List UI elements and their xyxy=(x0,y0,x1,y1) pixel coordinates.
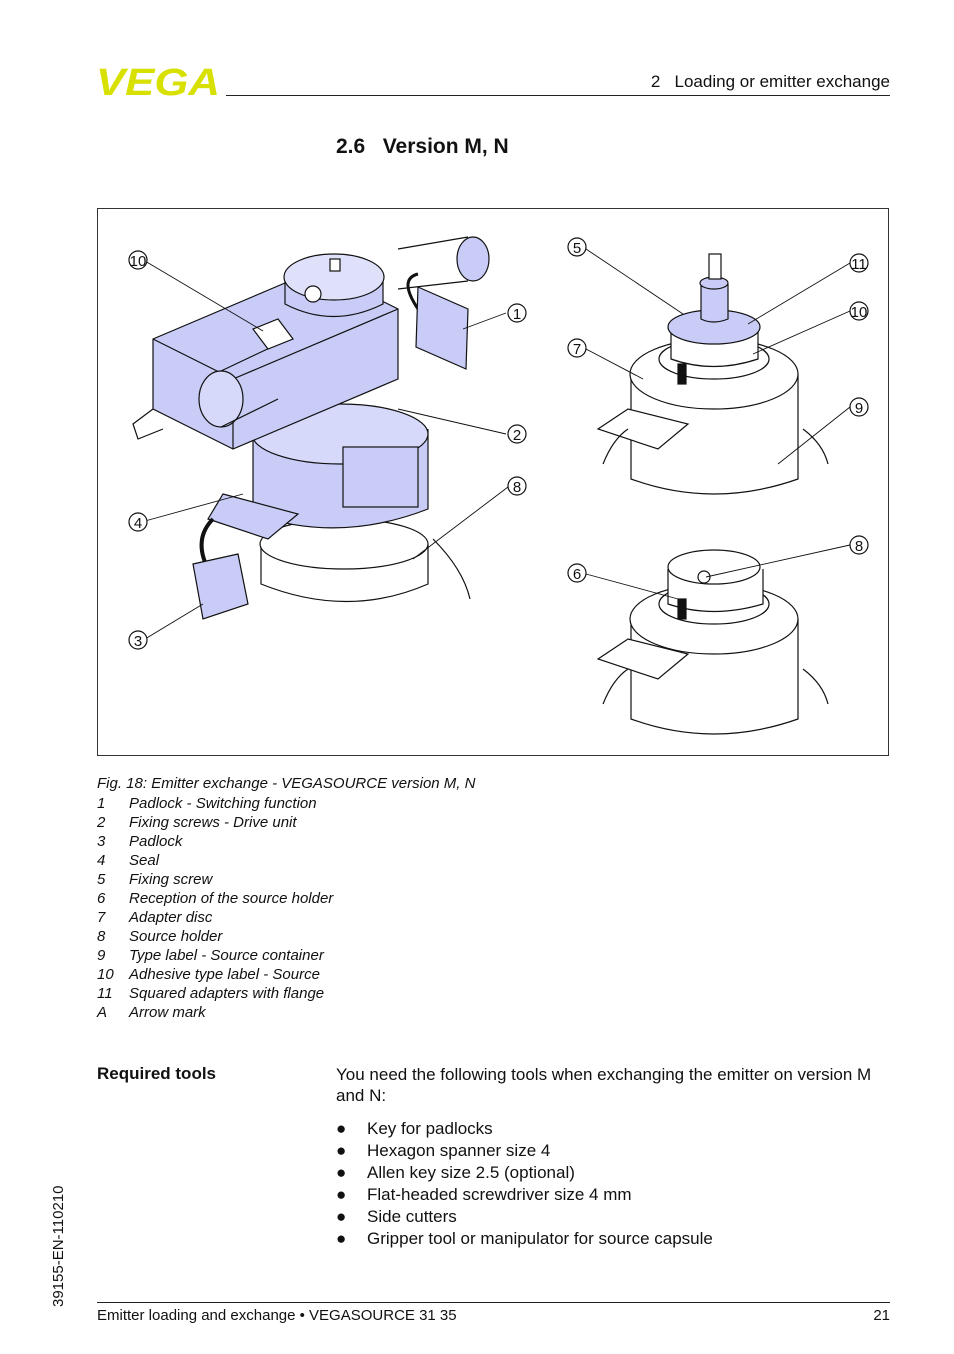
required-tools-list: ● Key for padlocks ● Hexagon spanner size … xyxy=(336,1119,713,1251)
legend-text: Squared adapters with flange xyxy=(129,985,325,1002)
header-rule xyxy=(226,95,890,96)
legend-key: 9 xyxy=(97,947,106,964)
legend-key: 1 xyxy=(97,795,106,812)
section-title: 2.6 Version M, N xyxy=(336,135,509,158)
assembled-unit-drawing xyxy=(132,236,490,620)
legend-key: 8 xyxy=(97,928,106,945)
figure-frame: 10 1 2 8 4 3 5 11 10 7 9 8 6 xyxy=(97,208,889,756)
bullet-icon: ● xyxy=(336,1141,347,1160)
legend-text: Arrow mark xyxy=(129,1004,206,1021)
legend-text: Adhesive type label - Source xyxy=(129,966,320,983)
callout-leaders xyxy=(144,248,851,640)
callout-11: 11 xyxy=(851,256,867,273)
callout-1: 1 xyxy=(513,306,521,323)
legend-key: 11 xyxy=(97,985,113,1002)
legend-text: Padlock xyxy=(129,833,183,850)
legend-text: Padlock - Switching function xyxy=(129,795,317,812)
list-item-text: Key for padlocks xyxy=(367,1119,493,1138)
list-item-text: Gripper tool or manipulator for source c… xyxy=(367,1229,713,1248)
logo-text: VEGA xyxy=(96,64,220,98)
version-n-drawing xyxy=(596,549,829,735)
list-item: ● Hexagon spanner size 4 xyxy=(336,1141,713,1163)
callout-9: 9 xyxy=(855,400,863,417)
bullet-icon: ● xyxy=(336,1229,347,1248)
legend-key: 2 xyxy=(97,814,106,831)
bullet-icon: ● xyxy=(336,1163,347,1182)
legend-key: 10 xyxy=(97,966,114,983)
list-item: ● Key for padlocks xyxy=(336,1119,713,1141)
emitter-drawing: 10 1 2 8 4 3 5 11 10 7 9 8 6 xyxy=(128,236,869,735)
header-section-title: 2 Loading or emitter exchange xyxy=(650,72,890,91)
figure-caption: Fig. 18: Emitter exchange - VEGASOURCE v… xyxy=(97,775,476,792)
callout-5: 5 xyxy=(573,240,581,257)
legend-text: Adapter disc xyxy=(129,909,213,926)
document-code: 39155-EN-110210 xyxy=(50,1185,67,1307)
legend-text: Seal xyxy=(129,852,160,869)
footer-title: Emitter loading and exchange • VEGASOURC… xyxy=(97,1307,457,1324)
legend-text: Source holder xyxy=(129,928,223,945)
page-number: 21 xyxy=(873,1307,890,1324)
legend-text: Fixing screw xyxy=(129,871,213,888)
list-item-text: Flat-headed screwdriver size 4 mm xyxy=(367,1185,632,1204)
callout-10-left: 10 xyxy=(130,253,147,270)
list-item-text: Allen key size 2.5 (optional) xyxy=(367,1163,575,1182)
version-m-drawing xyxy=(596,253,829,495)
legend-text: Type label - Source container xyxy=(129,947,324,964)
legend-key: A xyxy=(97,1004,108,1021)
required-tools-heading: Required tools xyxy=(97,1064,217,1083)
list-item: ● Gripper tool or manipulator for source … xyxy=(336,1229,713,1251)
callout-8-right: 8 xyxy=(855,538,863,555)
bullet-icon: ● xyxy=(336,1207,347,1226)
list-item: ● Flat-headed screwdriver size 4 mm xyxy=(336,1185,713,1207)
legend-key: 4 xyxy=(97,852,106,869)
callout-3: 3 xyxy=(134,633,142,650)
vega-logo: VEGA xyxy=(96,64,220,98)
bullet-icon: ● xyxy=(336,1119,347,1138)
list-item-text: Hexagon spanner size 4 xyxy=(367,1141,551,1160)
list-item: ● Allen key size 2.5 (optional) xyxy=(336,1163,713,1185)
callout-7: 7 xyxy=(573,341,581,358)
callout-8-left: 8 xyxy=(513,479,521,496)
legend-key: 3 xyxy=(97,833,106,850)
footer-rule xyxy=(97,1302,890,1303)
callout-10-right: 10 xyxy=(851,304,868,321)
callout-circles xyxy=(128,237,869,650)
required-tools-intro: You need the following tools when exchan… xyxy=(336,1065,872,1105)
legend-text: Reception of the source holder xyxy=(129,890,334,907)
list-item-text: Side cutters xyxy=(367,1207,457,1226)
callout-2: 2 xyxy=(513,427,521,444)
callout-6: 6 xyxy=(573,566,581,583)
callout-4: 4 xyxy=(134,515,142,532)
legend-key: 5 xyxy=(97,871,106,888)
bullet-icon: ● xyxy=(336,1185,347,1204)
list-item: ● Side cutters xyxy=(336,1207,713,1229)
legend-text: Fixing screws - Drive unit xyxy=(129,814,297,831)
legend-key: 6 xyxy=(97,890,106,907)
legend-key: 7 xyxy=(97,909,106,926)
